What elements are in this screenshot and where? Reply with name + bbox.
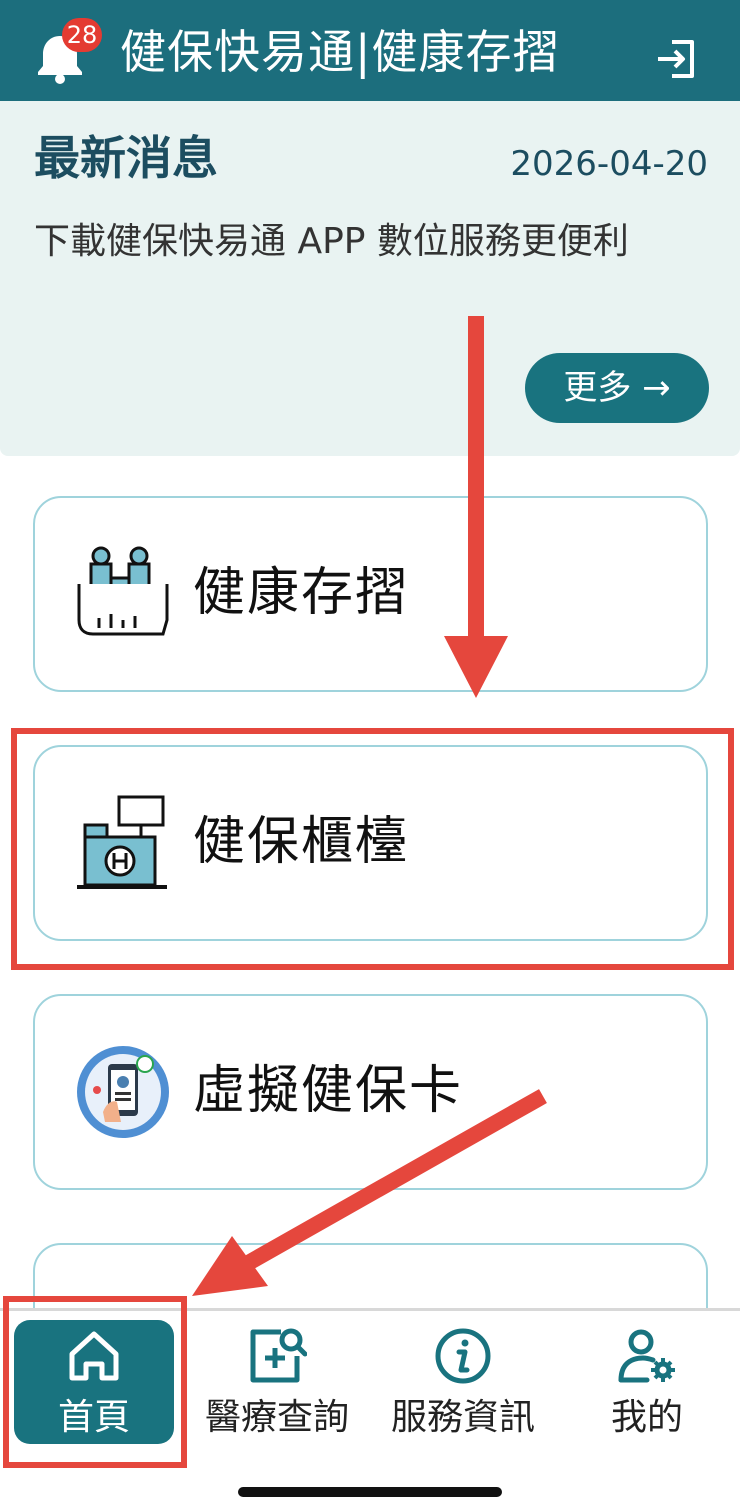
- nav-label: 我的: [610, 1397, 683, 1438]
- notification-badge: 28: [62, 18, 102, 52]
- user-settings-icon: [617, 1326, 677, 1386]
- info-icon: [433, 1326, 493, 1386]
- nav-label: 服務資訊: [390, 1397, 535, 1438]
- logout-icon[interactable]: [654, 36, 700, 82]
- home-indicator: [238, 1487, 502, 1497]
- card-label: 健康存摺: [193, 563, 410, 623]
- virtual-card-icon: [75, 1042, 171, 1142]
- nav-medical-search[interactable]: 醫療查詢: [192, 1320, 362, 1444]
- news-date: 2026-04-20: [510, 144, 708, 184]
- more-button[interactable]: 更多 →: [525, 353, 709, 423]
- home-icon: [64, 1326, 124, 1386]
- nav-label: 醫療查詢: [204, 1397, 349, 1438]
- card-counter[interactable]: 健保櫃檯: [33, 745, 708, 941]
- annotation-highlight-home: [3, 1296, 187, 1468]
- card-label: 健保櫃檯: [193, 812, 410, 872]
- health-passbook-icon: [75, 544, 171, 644]
- page-title: 健保快易通|健康存摺: [120, 25, 560, 79]
- app-header: 28 健保快易通|健康存摺: [0, 0, 740, 101]
- card-health-passbook[interactable]: 健康存摺: [33, 496, 708, 692]
- annotation-arrow-down: [444, 316, 508, 698]
- nav-service-info[interactable]: 服務資訊: [378, 1320, 548, 1444]
- card-virtual-card[interactable]: 虛擬健保卡: [33, 994, 708, 1190]
- nav-label: 首頁: [57, 1397, 130, 1438]
- news-title: 最新消息: [34, 131, 218, 185]
- news-body: 下載健保快易通 APP 數位服務更便利: [34, 221, 629, 262]
- card-label: 虛擬健保卡: [193, 1061, 464, 1121]
- medical-search-icon: [247, 1326, 307, 1386]
- nav-home[interactable]: 首頁: [14, 1320, 174, 1444]
- nav-mine[interactable]: 我的: [562, 1320, 732, 1444]
- counter-icon: [75, 793, 171, 893]
- annotation-highlight-counter: [11, 728, 734, 970]
- annotation-arrow-diagonal: [192, 1089, 547, 1296]
